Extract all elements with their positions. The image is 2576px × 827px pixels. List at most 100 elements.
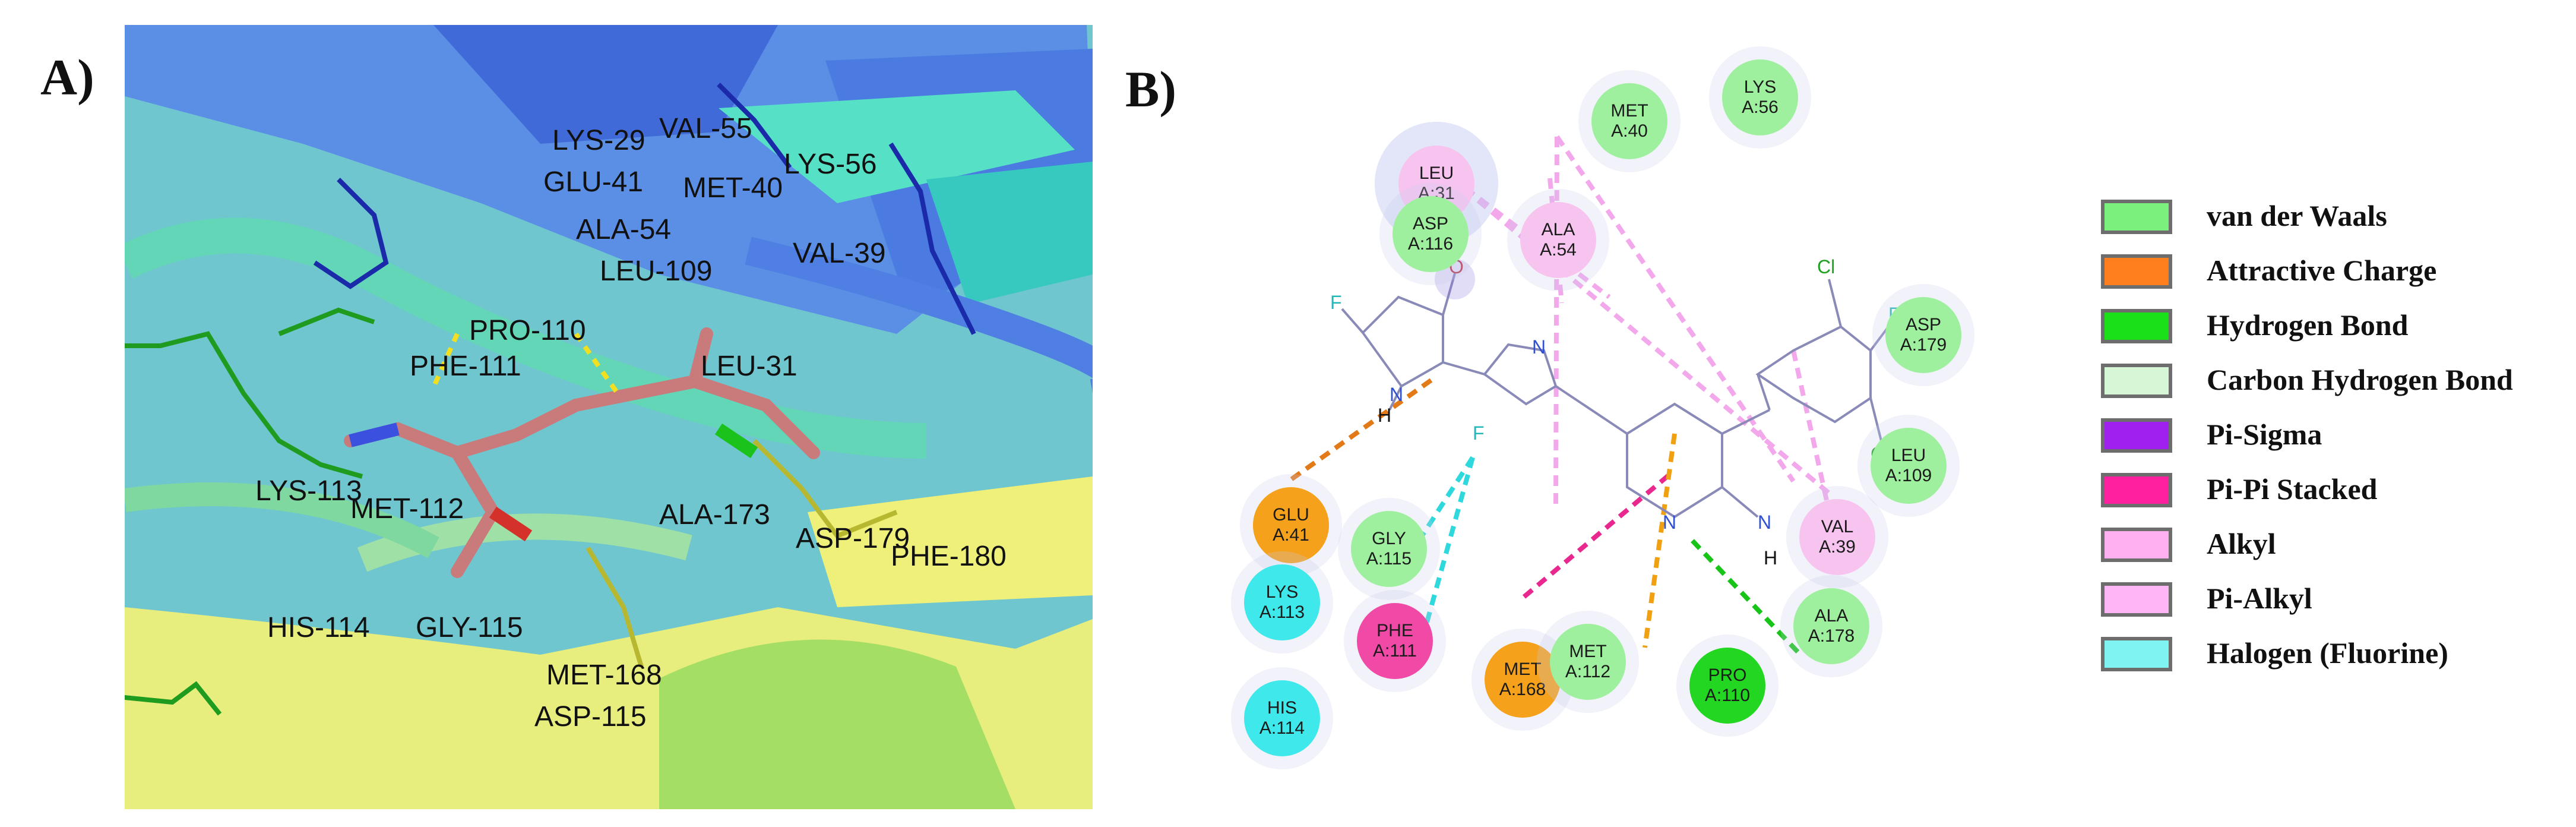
line-pro110	[1691, 539, 1801, 655]
line-ala54-b	[1555, 135, 1796, 483]
protein-render: LYS-29 VAL-55 GLU-41 MET-40 LYS-56 ALA-5…	[125, 25, 1093, 809]
label-asp179: ASP-179	[796, 523, 910, 554]
legend-label: Halogen (Fluorine)	[2207, 636, 2448, 670]
legend-item-hbond: Hydrogen Bond	[2101, 305, 2576, 347]
legend-swatch	[2101, 637, 2172, 671]
legend-item-vdw: van der Waals	[2101, 196, 2576, 238]
green-loop-2	[125, 482, 439, 558]
label-met40: MET-40	[683, 172, 783, 204]
label-ala173: ALA-173	[659, 499, 770, 531]
legend-item-halogen: Halogen (Fluorine)	[2101, 633, 2576, 675]
legend-item-alkyl: Alkyl	[2101, 524, 2576, 566]
blue-loop	[745, 236, 1093, 393]
atom-n3: N	[1663, 512, 1676, 533]
residue-labels-3d: LYS-29 VAL-55 GLU-41 MET-40 LYS-56 ALA-5…	[255, 113, 1007, 733]
legend-label: Attractive Charge	[2207, 254, 2437, 287]
legend-swatch	[2101, 309, 2172, 343]
teal-loop	[125, 217, 927, 459]
legend-swatch	[2101, 254, 2172, 289]
label-gly115: GLY-115	[416, 612, 523, 643]
green-helix	[659, 639, 1015, 809]
label-pro110: PRO-110	[469, 315, 586, 346]
ligand-nitrogen	[349, 422, 400, 447]
protein-3d-view: LYS-29 VAL-55 GLU-41 MET-40 LYS-56 ALA-5…	[125, 25, 1093, 809]
ligand-oxygen	[489, 506, 533, 542]
legend-label: van der Waals	[2207, 199, 2387, 232]
atom-h2: H	[1764, 547, 1777, 569]
label-ala54: ALA-54	[576, 214, 671, 245]
label-val39: VAL-39	[793, 238, 886, 269]
label-glu41: GLU-41	[543, 166, 643, 198]
legend-swatch	[2101, 364, 2172, 398]
label-phe180: PHE-180	[891, 541, 1007, 572]
legend-item-attractive: Attractive Charge	[2101, 251, 2576, 292]
legend-label: Pi-Pi Stacked	[2207, 472, 2378, 506]
ligand-chlorine	[714, 423, 758, 459]
line-lys113	[1405, 456, 1475, 560]
legend-label: Hydrogen Bond	[2207, 308, 2409, 342]
panel-a-label: A)	[40, 49, 94, 106]
label-leu109: LEU-109	[600, 255, 712, 287]
atom-nh: N	[1758, 512, 1771, 533]
line-leu31-b	[1435, 164, 1831, 495]
legend-item-chbond: Carbon Hydrogen Bond	[2101, 360, 2576, 402]
line-phe111	[1518, 473, 1670, 602]
legend-item-pialkyl: Pi-Alkyl	[2101, 579, 2576, 620]
atom-cl1: Cl	[1817, 256, 1835, 277]
teal-helix	[926, 162, 1093, 304]
blue-sheet-dark	[433, 25, 778, 144]
label-met112: MET-112	[350, 493, 464, 525]
legend-swatch	[2101, 418, 2172, 453]
interaction-lines	[1287, 135, 1831, 673]
blue-sticks	[313, 83, 976, 335]
atom-n2: N	[1532, 336, 1546, 358]
legend-swatch	[2101, 200, 2172, 234]
atom-n1: N	[1390, 384, 1403, 405]
legend-item-pisigma: Pi-Sigma	[2101, 415, 2576, 456]
line-met168	[1643, 433, 1677, 648]
hbond-dashes	[431, 332, 620, 395]
legend-label: Carbon Hydrogen Bond	[2207, 363, 2513, 396]
label-phe111: PHE-111	[410, 351, 521, 382]
label-lys113: LYS-113	[255, 475, 362, 507]
panel-b-label: B)	[1125, 61, 1176, 118]
line-glu41	[1287, 378, 1433, 484]
label-his114: HIS-114	[267, 612, 370, 643]
label-lys56: LYS-56	[784, 149, 877, 180]
label-lys29: LYS-29	[552, 125, 645, 156]
label-val55: VAL-55	[659, 113, 752, 144]
legend-label: Pi-Sigma	[2207, 418, 2322, 451]
legend-label: Pi-Alkyl	[2207, 582, 2312, 615]
teal-strand	[719, 90, 1075, 203]
legend-item-pipi: Pi-Pi Stacked	[2101, 469, 2576, 511]
label-met168: MET-168	[546, 659, 662, 691]
legend-swatch	[2101, 473, 2172, 507]
label-asp115: ASP-115	[534, 701, 647, 733]
atom-f2: F	[1330, 292, 1342, 313]
green-sticks	[125, 307, 375, 716]
line-val39	[1791, 350, 1831, 512]
atom-h1: H	[1378, 405, 1391, 426]
line-ala54	[1553, 136, 1559, 506]
label-leu31: LEU-31	[701, 351, 798, 382]
legend-swatch	[2101, 528, 2172, 562]
legend-label: Alkyl	[2207, 527, 2276, 560]
atom-f3: F	[1473, 422, 1485, 444]
ligand-bonds	[1341, 273, 1890, 519]
